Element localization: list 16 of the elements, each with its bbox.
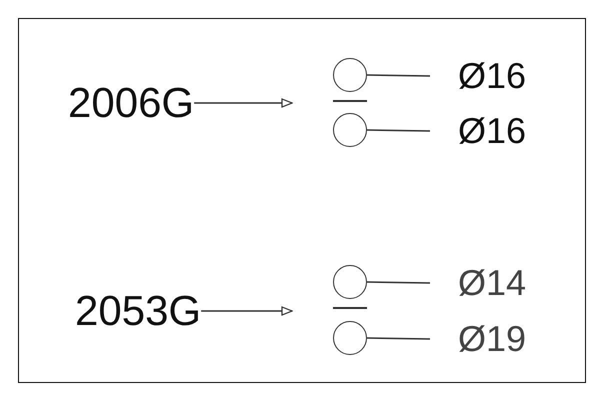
circle-symbol [333, 113, 367, 147]
leader-line [366, 337, 430, 340]
arrow [194, 98, 293, 108]
diameter-label: Ø16 [430, 58, 526, 94]
leader-line [366, 74, 430, 77]
diameter-label: Ø19 [430, 321, 526, 357]
arrow [201, 306, 293, 316]
part-number: 2006G [68, 82, 194, 124]
circle-symbol [333, 265, 367, 299]
diameter-label: Ø16 [430, 113, 526, 149]
part-number: 2053G [75, 290, 202, 332]
leader-line [366, 129, 430, 132]
circle-symbol [333, 58, 367, 92]
leader-line [366, 281, 430, 284]
diameter-label: Ø14 [430, 265, 526, 301]
circle-symbol [333, 321, 367, 355]
